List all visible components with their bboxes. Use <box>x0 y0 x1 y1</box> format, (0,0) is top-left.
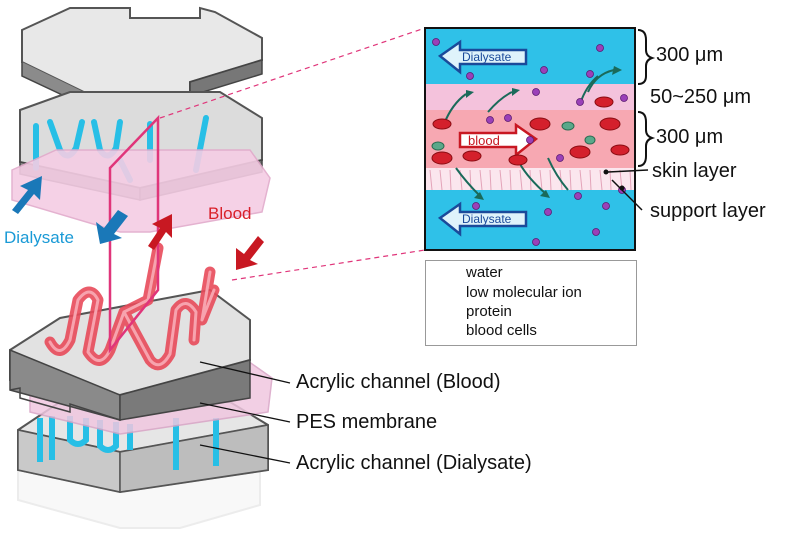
blood-inlet-arrow <box>148 214 172 250</box>
inset-dialysate-top-label: Dialysate <box>462 50 512 64</box>
blood-outlet-arrow <box>236 236 264 270</box>
legend-water: water <box>466 264 503 281</box>
blood-channel-label: Acrylic channel (Blood) <box>296 371 501 393</box>
inset-blood-label: blood <box>468 133 500 148</box>
legend-ion: low molecular ion <box>466 284 582 301</box>
top-membrane-plate <box>11 149 271 233</box>
blood-layer-thickness: 300 μm <box>656 126 724 148</box>
dimension-braces <box>637 29 656 167</box>
top-layer-thickness: 300 μm <box>656 44 724 66</box>
legend-blood-cells: blood cells <box>466 322 537 339</box>
blood-channel-plate <box>9 242 251 421</box>
dialysate-outlet-arrow <box>96 210 128 244</box>
support-layer-marker <box>619 185 625 191</box>
legend-box: water low molecular ion protein blood ce… <box>425 260 637 346</box>
legend-protein: protein <box>466 303 512 320</box>
top-cover-plate <box>21 6 263 110</box>
membrane-label: PES membrane <box>296 411 438 433</box>
zoom-leader-lines <box>159 27 426 281</box>
dialysate-side-label: Dialysate <box>4 228 74 247</box>
dialysate-channel-label: Acrylic channel (Dialysate) <box>296 452 532 474</box>
layer-pointer-lines <box>607 169 649 211</box>
skin-layer-marker <box>603 169 609 175</box>
blood-side-label: Blood <box>208 204 252 223</box>
skin-layer-label: skin layer <box>652 160 737 182</box>
dialysate-inlet-arrow <box>12 176 42 214</box>
inset-dialysate-bottom-label: Dialysate <box>462 212 512 226</box>
membrane-thickness: 50~250 μm <box>650 86 752 108</box>
cross-section-inset <box>424 27 636 251</box>
component-leader-lines <box>199 361 291 464</box>
support-layer-label: support layer <box>650 200 766 222</box>
